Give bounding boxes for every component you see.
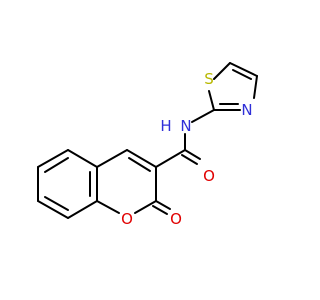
atom-label-o-ring: O bbox=[121, 210, 133, 228]
amide-n-to-thiazole bbox=[191, 109, 215, 123]
atom-label-o-keto: O bbox=[170, 210, 182, 228]
atom-label-n-ring: N bbox=[241, 101, 252, 119]
bond bbox=[126, 149, 157, 168]
bond bbox=[155, 200, 171, 210]
bond bbox=[229, 62, 258, 77]
double-bond-inner bbox=[232, 69, 252, 80]
atom-label-o-amide: O bbox=[203, 167, 215, 185]
aromatic-inner-bond bbox=[44, 157, 69, 173]
bond bbox=[208, 90, 215, 111]
bond bbox=[37, 149, 69, 168]
bond bbox=[67, 149, 98, 168]
atom-label-n-amide: N bbox=[180, 117, 191, 135]
pyranone-ring bbox=[96, 149, 157, 214]
molecule-structure-diagram: S N N H O O O bbox=[37, 62, 258, 228]
bond bbox=[155, 149, 186, 168]
atom-label-h: H bbox=[160, 117, 171, 135]
lactone-carbonyl bbox=[152, 200, 171, 215]
atom-label-s: S bbox=[204, 70, 214, 88]
thiazole-ring bbox=[208, 62, 258, 111]
bond bbox=[184, 149, 201, 160]
bond bbox=[191, 109, 215, 123]
bond bbox=[96, 200, 120, 214]
bond bbox=[37, 200, 69, 219]
bond bbox=[213, 62, 231, 80]
bond bbox=[181, 154, 198, 165]
amide-group bbox=[155, 133, 201, 168]
bond bbox=[253, 75, 258, 99]
bond bbox=[134, 200, 157, 214]
bond bbox=[67, 200, 98, 219]
atom-labels: S N N H O O O bbox=[121, 70, 253, 228]
bond bbox=[96, 149, 128, 168]
double-bond-inner bbox=[128, 157, 151, 172]
bond bbox=[152, 205, 168, 215]
benzene-ring bbox=[37, 149, 98, 219]
aromatic-inner-bond bbox=[44, 196, 69, 211]
